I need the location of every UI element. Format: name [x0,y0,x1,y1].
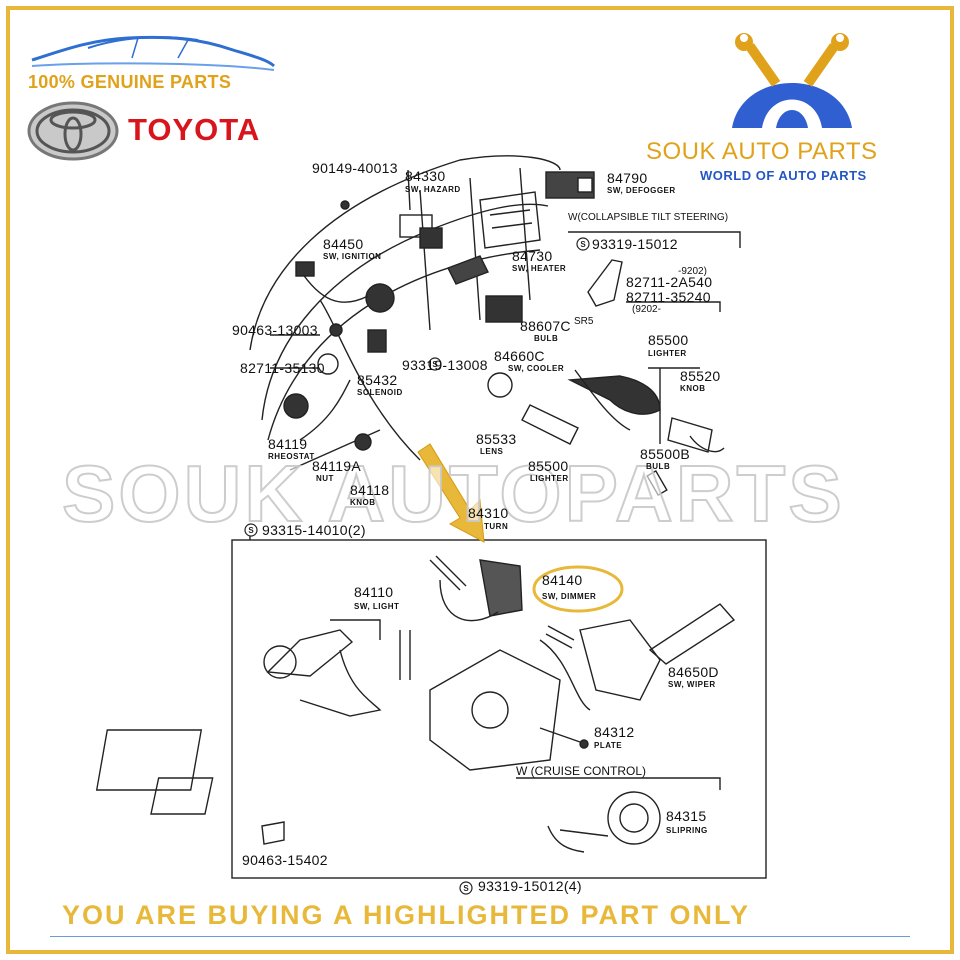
s-mark-3: S [432,360,438,369]
part-number: 85533 [476,431,517,447]
shop-logo-icon [732,33,852,128]
part-number: 85520 [680,368,721,384]
footer-divider [50,936,910,937]
highlighted-part-name: SW, DIMMER [542,592,597,601]
part-name: BULB [646,462,671,471]
part-name: SW, DEFOGGER [607,186,676,195]
part-name: RHEOSTAT [268,452,315,461]
toyota-brand-text: TOYOTA [128,112,261,147]
part-number: 84119A [312,458,362,474]
part-number: 84660C [494,348,545,364]
genuine-parts-text: 100% GENUINE PARTS [28,72,232,92]
highlighted-part-number: 84140 [542,572,583,588]
part-number: 93315-14010(2) [262,522,366,538]
part-name: SW, HAZARD [405,185,461,194]
part-number: 84450 [323,236,364,252]
car-silhouette-logo [31,35,276,71]
part-name: SW, COOLER [508,364,565,373]
part-number: 93319-15012 [592,236,678,252]
footer-notice: YOU ARE BUYING A HIGHLIGHTED PART ONLY [62,900,751,930]
part-name: KNOB [680,384,706,393]
part-name: SW, HEATER [512,264,567,273]
part-number: 84110 [354,584,394,600]
part-number: 88607C [520,318,571,334]
collapsible-note: W(COLLAPSIBLE TILT STEERING) [568,212,729,223]
page-frame [6,6,954,954]
part-name: NUT [316,474,334,483]
part-name: LENS [480,447,504,456]
part-number: 85500B [640,446,691,462]
part-name: SOLENOID [357,388,403,397]
part-number: 84119 [268,436,308,452]
part-name: PLATE [594,741,623,750]
part-number: 84330 [405,168,446,184]
part-number: 90463-15402 [242,852,328,868]
part-number: 82711-35240 [626,289,711,305]
sr5-note: SR5 [574,316,594,327]
part-number: 84650D [668,664,719,680]
range-note-2: (9202- [632,304,661,315]
part-number: 84790 [607,170,648,186]
s-mark-2: S [248,526,254,535]
part-name: KNOB [350,498,376,507]
range-note-1: -9202) [678,266,707,277]
part-number: 85500 [528,458,569,474]
part-number: 85500 [648,332,689,348]
s-mark-4: S [463,884,469,893]
part-number: 84315 [666,808,707,824]
part-number: 85432 [357,372,398,388]
part-number: 84310 [468,505,509,521]
s-mark-1: S [580,240,586,249]
part-name: SW, LIGHT [354,602,400,611]
cruise-control-note: W (CRUISE CONTROL) [516,764,646,778]
part-number: 82711-35130 [240,360,325,376]
part-number: 84312 [594,724,635,740]
part-number: 82711-2A540 [626,274,713,290]
part-name: LIGHTER [530,474,569,483]
part-name: SW, WIPER [668,680,716,689]
shop-name: SOUK AUTO PARTS [646,138,878,165]
part-name: SW, IGNITION [323,252,382,261]
part-number: 84730 [512,248,553,264]
part-number: 93319-13008 [402,357,488,373]
part-name: TURN [484,522,509,531]
part-name: BULB [534,334,559,343]
watermark-text: SOUK AUTOPARTS [61,448,845,539]
toyota-emblem-icon [27,101,119,161]
part-number: 84118 [350,482,390,498]
part-number: 90149-40013 [312,160,398,176]
shop-tagline: WORLD OF AUTO PARTS [700,168,867,183]
part-number: 90463-13003 [232,322,318,338]
part-name: LIGHTER [648,349,687,358]
part-number: 93319-15012(4) [478,878,582,894]
part-name: SLIPRING [666,826,708,835]
